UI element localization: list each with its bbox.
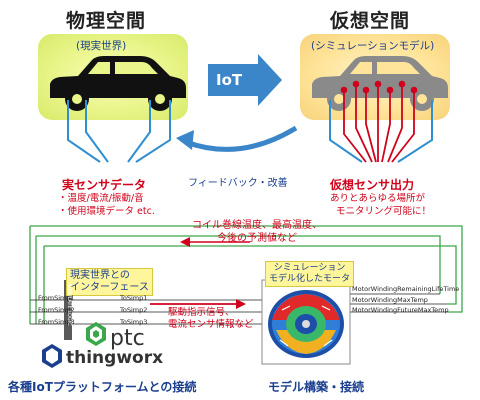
simulation-note: シミュレーション モデル化したモータ [265, 261, 355, 287]
feedback-label: フィードバック・改善 [188, 178, 288, 189]
interface-line-1: 現実世界との [70, 270, 130, 281]
iot-arrow [208, 54, 282, 106]
logic-block [64, 280, 72, 340]
ptc-logo-mark [86, 322, 106, 346]
green-connector-lines [29, 225, 463, 324]
signal-lines [30, 293, 448, 325]
cars-diagram [50, 54, 448, 163]
sim-line-1: シミュレーション [273, 263, 346, 273]
iot-label: IoT [216, 71, 243, 89]
drive-arrow [150, 299, 246, 309]
virtual-sensor-title: 仮想センサ出力 [330, 178, 415, 192]
ptc-logo-text: ptc [110, 326, 145, 351]
virtual-sensor-line-2: モニタリング可能に！ [336, 206, 432, 217]
coil-line-2: 今後の予測値など [217, 233, 297, 244]
coil-line-1: コイル巻線温度、最高温度、 [192, 220, 322, 231]
motor-output-2: MotorWindingMaxTemp [352, 296, 428, 304]
physical-sensor-item-1: ・温度/電流/振動/音 [58, 193, 144, 204]
drive-line-1: 駆動指示信号、 [168, 307, 235, 318]
motor-output-1: MotorWindingRemainingLifeTime [352, 285, 460, 293]
caption-iot-platforms: 各種IoTプラットフォームとの接続 [8, 380, 197, 394]
caption-model-building: モデル構築・接続 [268, 380, 365, 394]
interface-line-2: インターフェース [70, 282, 149, 293]
bottom-diagram [29, 225, 463, 368]
logic-block-label: SIMULATE LOGIC [66, 284, 72, 326]
from-label-1: FromSimp1 [38, 294, 75, 302]
thingworx-logo-mark [42, 344, 62, 368]
interface-note: 現実世界との インターフェース [66, 268, 153, 296]
physical-sensor-wires [67, 100, 171, 163]
virtual-sensor-wires-blue [329, 100, 433, 163]
motor-output-3: MotorWindingFutureMaxTemp [352, 306, 449, 314]
virtual-sensor-wires-red [340, 80, 418, 163]
to-label-1: ToSimp1 [120, 294, 148, 302]
sim-line-2: モデル化したモータ [269, 274, 351, 284]
to-label-3: ToSimp3 [120, 318, 148, 326]
from-label-3: FromSimp3 [38, 318, 75, 326]
physical-sensor-title: 実センサデータ [62, 178, 147, 192]
coil-temperature-note: コイル巻線温度、最高温度、 今後の予測値など [192, 219, 322, 245]
feedback-arrow [176, 125, 298, 152]
physical-sensor-item-2: ・使用環境データ etc. [58, 206, 155, 217]
physical-space-title: 物理空間 [66, 10, 147, 32]
drive-line-2: 電流センサ情報など [168, 319, 254, 330]
physical-car-icon [50, 56, 186, 111]
virtual-space-title: 仮想空間 [330, 10, 411, 32]
physical-subtitle: (現実世界) [76, 40, 127, 52]
motor-simulation-image [261, 279, 351, 365]
virtual-sensor-line-1: ありとあらゆる場所が [330, 193, 426, 204]
drive-signal-note: 駆動指示信号、 電流センサ情報など [168, 307, 254, 331]
from-label-2: FromSimp2 [38, 306, 75, 314]
to-label-2: ToSimp2 [120, 306, 148, 314]
coil-arrow [180, 237, 250, 247]
thingworx-logo-text: thingworx [66, 348, 164, 368]
virtual-subtitle: (シミュレーションモデル) [311, 40, 435, 52]
